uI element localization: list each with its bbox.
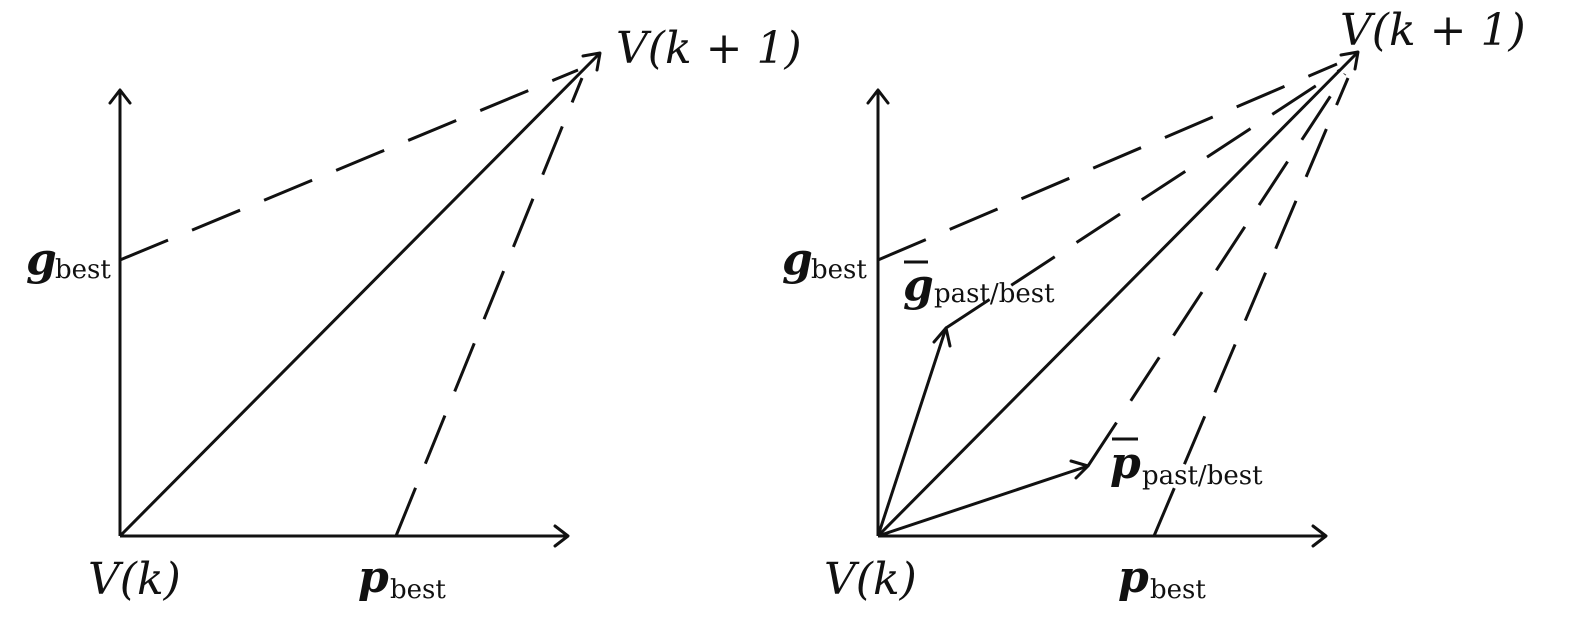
left-panel: V(k) V(k + 1) g best p best: [26, 23, 802, 605]
right-g-best-dashed-line: [877, 62, 1338, 262]
left-g-best-subscript: best: [55, 255, 111, 285]
right-g-best-subscript: best: [811, 255, 867, 285]
right-p-past-best-subscript: past/best: [1142, 461, 1263, 491]
right-x-axis-arrowhead: [1311, 524, 1328, 548]
right-g-past-best-symbol: g: [903, 260, 934, 311]
left-g-best-symbol: g: [26, 234, 57, 285]
right-p-best-subscript: best: [1150, 575, 1206, 605]
right-target-label: V(k + 1): [1340, 5, 1526, 56]
right-p-past-best-symbol: p: [1110, 438, 1141, 489]
left-origin-label: V(k): [88, 554, 181, 605]
right-velocity-arrowhead: [1339, 50, 1360, 71]
right-g-past-best-vector: [876, 327, 948, 537]
left-y-axis-arrowhead: [108, 88, 132, 105]
right-p-past-best-vector: [877, 464, 1089, 538]
left-velocity-arrowhead: [581, 51, 602, 72]
left-p-best-subscript: best: [390, 575, 446, 605]
right-y-axis-arrowhead: [866, 88, 890, 105]
left-target-label: V(k + 1): [616, 23, 802, 74]
right-p-best-dashed-line: [1152, 77, 1350, 537]
right-origin-label: V(k): [824, 554, 917, 605]
left-p-best-symbol: p: [358, 552, 389, 603]
right-p-past-dashed-line: [1086, 73, 1347, 467]
right-p-best-symbol: p: [1118, 552, 1149, 603]
left-p-best-dashed-line: [394, 77, 584, 537]
right-velocity-vector: [876, 50, 1360, 538]
left-g-best-dashed-line: [119, 68, 579, 262]
left-x-axis-arrowhead: [553, 524, 570, 548]
right-g-past-dashed-line: [945, 68, 1341, 330]
right-g-best-symbol: g: [782, 234, 813, 285]
right-g-past-best-subscript: past/best: [934, 279, 1055, 309]
left-velocity-vector: [118, 51, 602, 538]
right-panel: V(k) V(k + 1) g best g past/best p past/…: [782, 5, 1526, 605]
